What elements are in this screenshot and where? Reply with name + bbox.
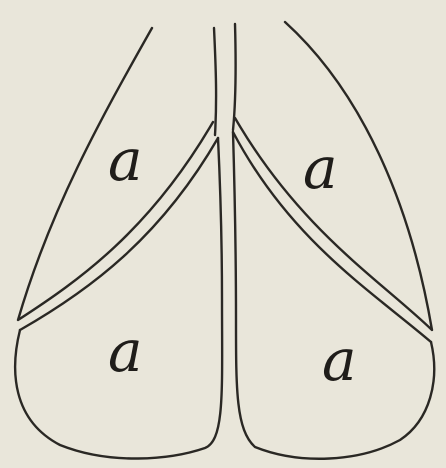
central-channel-right-edge [233,24,236,130]
label-lower-right: a [322,326,357,394]
label-upper-right: a [303,134,338,202]
central-channel-left-edge [214,28,216,135]
label-upper-left: a [108,126,143,194]
label-lower-left: a [108,317,143,385]
